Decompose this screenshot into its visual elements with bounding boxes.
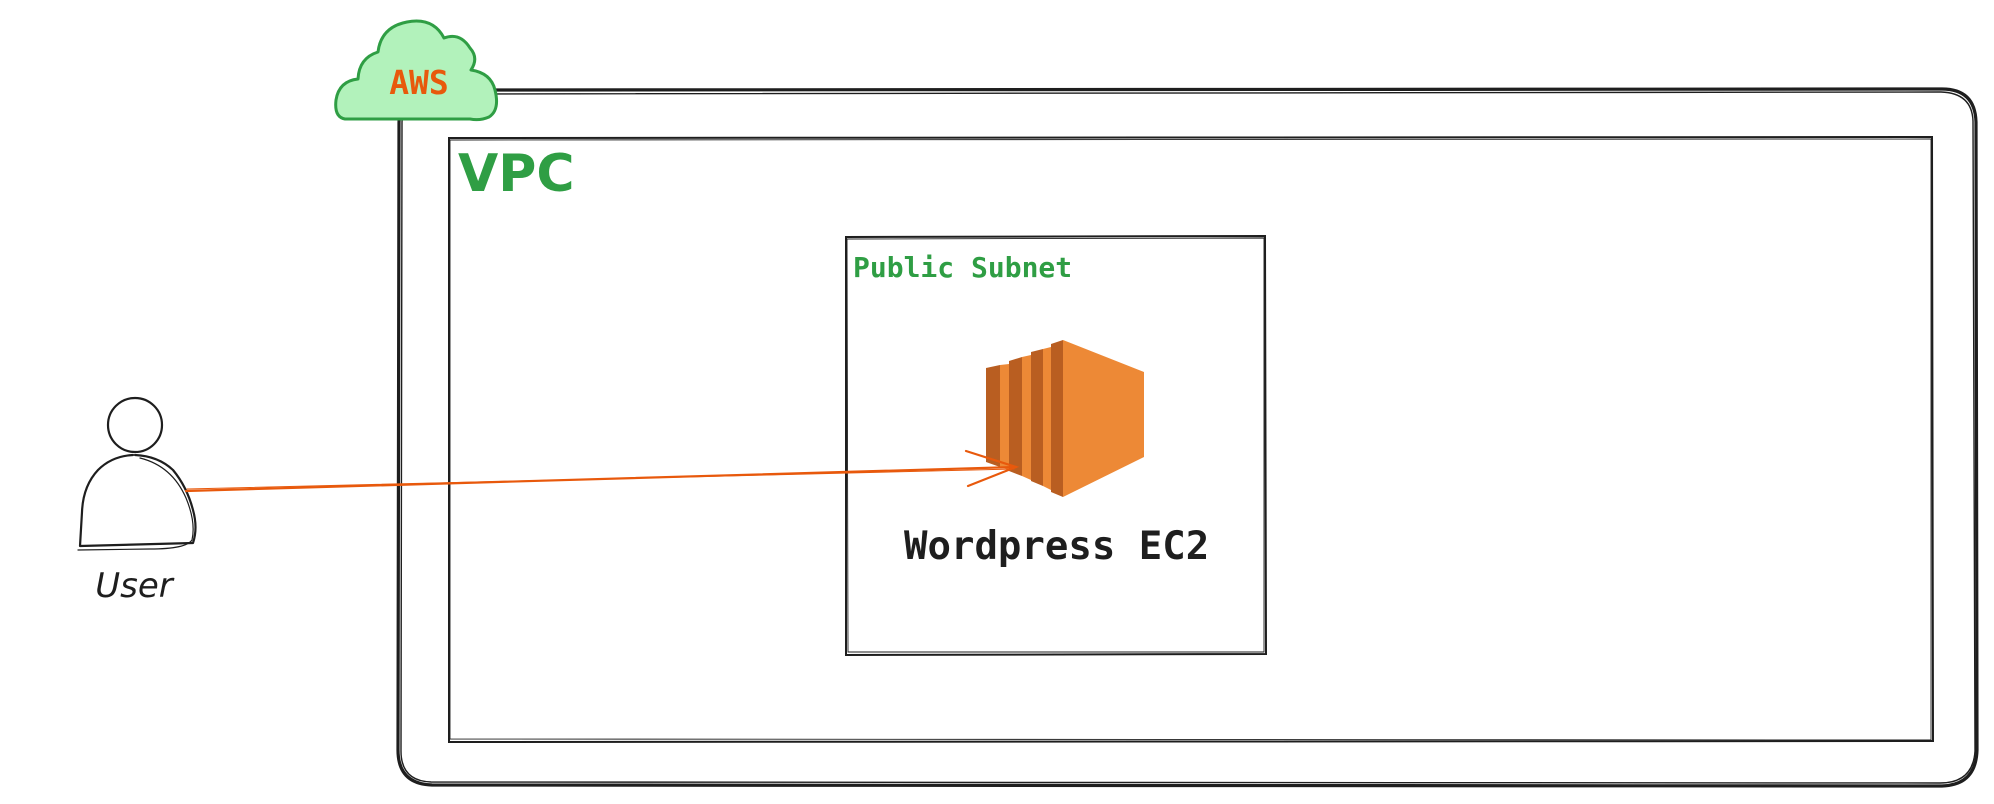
public-subnet-label: Public Subnet [853,251,1072,284]
user-label: User [95,566,175,606]
aws-account-boundary [396,87,1979,788]
aws-cloud-label: AWS [389,63,449,102]
user-icon [77,396,197,551]
aws-cloud-icon [334,19,498,122]
ec2-instance-icon [986,340,1144,497]
ec2-instance-label: Wordpress EC2 [904,524,1209,569]
vpc-boundary [448,135,1935,744]
public-subnet-boundary [845,234,1268,657]
vpc-label: VPC [458,144,575,204]
user-to-ec2-arrow [184,449,1020,493]
